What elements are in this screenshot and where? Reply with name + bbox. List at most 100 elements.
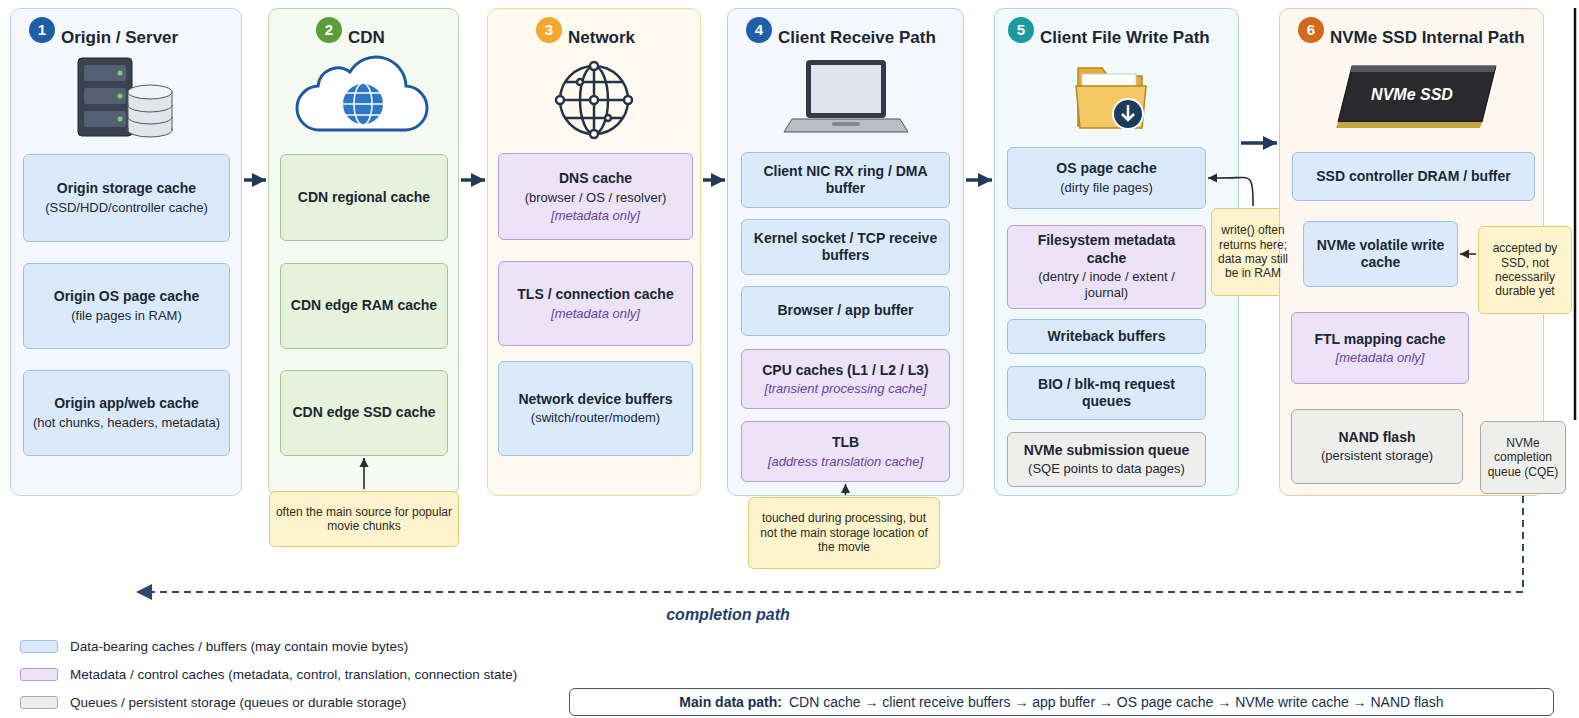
box-text: CDN cache → client receive buffers → app… [789, 694, 1444, 710]
step-number: 5 [1008, 17, 1034, 43]
legend-swatch [20, 668, 58, 681]
flow-arrow [966, 178, 992, 182]
legend-text: Data-bearing caches / buffers (may conta… [70, 639, 408, 654]
legend-row: Data-bearing caches / buffers (may conta… [20, 632, 517, 660]
box-text: Origin OS page cache [54, 288, 200, 306]
box-text: CDN edge RAM cache [291, 297, 437, 315]
callout-note: often the main source for popular movie … [269, 491, 459, 547]
ssd-icon [1336, 66, 1496, 128]
cache-box: Origin OS page cache(file pages in RAM) [23, 263, 230, 349]
flow-arrow [703, 178, 725, 182]
box-text: Writeback buffers [1048, 328, 1166, 346]
step-number: 2 [316, 17, 342, 43]
folder-icon [1076, 68, 1146, 129]
cache-box: NVMe completion queue (CQE) [1480, 421, 1566, 494]
cache-box: Origin app/web cache (hot chunks, headers… [23, 370, 230, 456]
cache-box: Client NIC RX ring / DMA buffer [741, 152, 950, 208]
box-text: CDN regional cache [298, 189, 430, 207]
legend-swatch [20, 696, 58, 709]
step-number: 6 [1298, 17, 1324, 43]
box-text: OS page cache [1056, 160, 1156, 178]
flow-arrow [1241, 141, 1277, 145]
legend-row: Metadata / control caches (metadata, con… [20, 660, 517, 688]
cache-box: Browser / app buffer [741, 286, 950, 336]
box-text: (persistent storage) [1321, 448, 1433, 464]
box-text: (browser / OS / resolver) [525, 190, 667, 206]
server-icon [78, 58, 172, 137]
callout-arrow [1208, 177, 1253, 206]
ssd-label: NVMe SSD [1352, 84, 1472, 106]
cache-box: TLS / connection cache [metadata only] [498, 261, 693, 346]
cache-box: OS page cache(dirty file pages) [1007, 147, 1206, 209]
step-number: 3 [536, 17, 562, 43]
box-text: CDN edge SSD cache [292, 404, 435, 422]
legend-row: Queues / persistent storage (queues or d… [20, 688, 517, 716]
box-text: DNS cache [559, 170, 632, 188]
panel-title: Client Receive Path [778, 28, 963, 48]
box-text: write() often returns here; data may sti… [1216, 223, 1290, 281]
box-text: Main data path: [679, 694, 782, 710]
box-text: Client NIC RX ring / DMA buffer [750, 163, 941, 198]
cache-box: CPU caches (L1 / L2 / L3)[transient proc… [741, 349, 950, 409]
box-text: (hot chunks, headers, metadata) [33, 415, 220, 431]
box-text: Kernel socket / TCP receive buffers [750, 230, 941, 265]
box-text: Network device buffers [518, 391, 672, 409]
box-text: TLB [832, 434, 859, 452]
legend-swatch [20, 640, 58, 653]
cache-box: NVMe volatile write cache [1303, 221, 1458, 287]
box-text: CPU caches (L1 / L2 / L3) [762, 362, 929, 380]
cache-box: NVMe submission queue(SQE points to data… [1007, 432, 1206, 487]
flow-arrow [244, 178, 266, 182]
cache-box: Network device buffers(switch/router/mod… [498, 361, 693, 456]
box-text: [address translation cache] [768, 454, 923, 469]
callout-arrow [363, 458, 365, 489]
legend-text: Metadata / control caches (metadata, con… [70, 667, 517, 682]
cache-box: FTL mapping cache[metadata only] [1291, 312, 1469, 384]
box-text: BIO / blk-mq request queues [1016, 376, 1197, 411]
cache-box: NAND flash(persistent storage) [1291, 409, 1463, 484]
box-text: Browser / app buffer [777, 302, 913, 320]
box-text: (switch/router/modem) [531, 410, 660, 426]
box-text: [metadata only] [551, 306, 640, 321]
cache-box: CDN edge SSD cache [280, 370, 448, 456]
completion-path-head [136, 584, 152, 600]
edge-bar [1574, 8, 1577, 420]
box-text: [metadata only] [1336, 350, 1425, 365]
box-text: TLS / connection cache [517, 286, 673, 304]
step-number: 1 [29, 17, 55, 43]
box-text: NVMe submission queue [1024, 442, 1190, 460]
box-text: SSD controller DRAM / buffer [1316, 168, 1510, 186]
cache-box: DNS cache (browser / OS / resolver) [metad… [498, 153, 693, 240]
cache-box: CDN regional cache [280, 154, 448, 241]
box-text: NVMe volatile write cache [1312, 237, 1449, 272]
panel-title: NVMe SSD Internal Path [1330, 28, 1543, 48]
callout-note: accepted by SSD, not necessarily durable… [1478, 226, 1572, 314]
box-text: [transient processing cache] [765, 381, 927, 396]
panel-title: CDN [348, 28, 458, 48]
step-number: 4 [746, 17, 772, 43]
box-text: Filesystem metadata cache [1016, 232, 1197, 267]
cache-box: Origin storage cache(SSD/HDD/controller … [23, 154, 230, 242]
network-icon [556, 62, 632, 138]
callout-note: touched during processing, but not the m… [748, 497, 940, 569]
laptop-icon [784, 60, 908, 132]
legend-text: Queues / persistent storage (queues or d… [70, 695, 406, 710]
panel-title: Network [568, 28, 700, 48]
box-text: NAND flash [1338, 429, 1415, 447]
box-text: (SQE points to data pages) [1028, 461, 1185, 477]
cache-box: Filesystem metadata cache(dentry / inode… [1007, 225, 1206, 309]
box-text: (dentry / inode / extent / journal) [1016, 269, 1197, 302]
path-label: completion path [648, 604, 808, 626]
box-text: touched during processing, but not the m… [753, 511, 935, 554]
flow-arrow [461, 178, 485, 182]
completion-path-line [150, 496, 1523, 592]
box-text: Origin app/web cache [54, 395, 199, 413]
cache-box: CDN edge RAM cache [280, 263, 448, 349]
box-text: NVMe completion queue (CQE) [1485, 436, 1561, 479]
summary-box: Main data path: CDN cache → client receiv… [569, 688, 1554, 716]
box-text: FTL mapping cache [1314, 331, 1445, 349]
panel-title: Origin / Server [61, 28, 241, 48]
box-text: (SSD/HDD/controller cache) [45, 200, 208, 216]
box-text: [metadata only] [551, 208, 640, 223]
box-text: accepted by SSD, not necessarily durable… [1483, 241, 1567, 299]
